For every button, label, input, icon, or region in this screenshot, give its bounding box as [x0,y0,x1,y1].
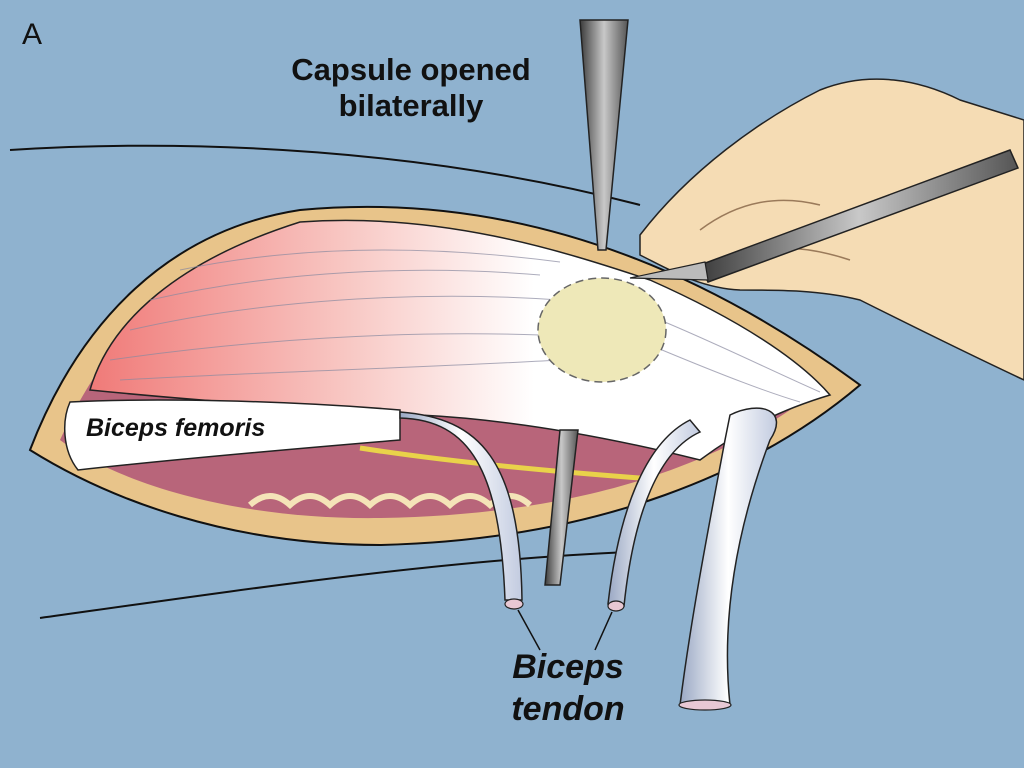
capsule-window [537,277,667,383]
biceps-femoris-muscle [64,399,401,471]
biceps-tendon-strip [679,407,778,706]
limb-outline-upper [9,144,641,206]
forceps [579,19,629,251]
leader-line-left [517,609,541,651]
scalpel-blade [629,261,709,281]
retractor-left [399,411,523,601]
fat-lobules [247,493,533,510]
nerve [359,445,641,481]
limb-outline-lower [39,551,631,619]
capsule-label-line1: Capsule opened [291,52,531,87]
capsule-label-line2: bilaterally [338,88,484,123]
biceps-tendon-label-line2: tendon [511,690,625,728]
panel-letter: A [22,18,43,51]
muscle-fibers [109,249,821,403]
leader-line-right [594,611,613,651]
retractor-right-tip [607,600,625,612]
biceps-tendon-label-line1: Biceps [512,648,624,686]
retractor-middle [544,429,579,586]
biceps-tendon-end [678,699,732,711]
biceps-tendon-label: Biceps tendon [500,646,636,730]
retractor-left-tip [504,598,524,610]
biceps-femoris-label: Biceps femoris [86,414,266,442]
capsule-label: Capsule opened bilaterally [266,52,556,124]
